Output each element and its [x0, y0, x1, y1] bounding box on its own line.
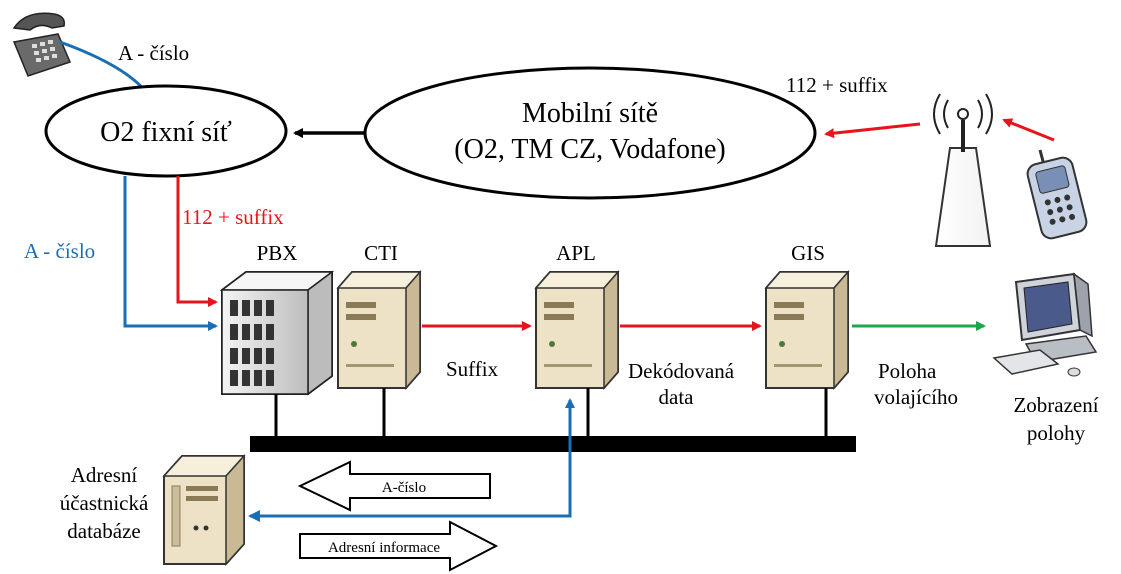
gis-to-display-label-line1: Poloha: [878, 359, 937, 383]
database-label-line1: Adresní: [71, 463, 138, 487]
pbx-label: PBX: [257, 241, 298, 265]
pbx-server-icon: [219, 270, 335, 396]
tower-to-mobile-link: [824, 122, 921, 139]
network-bus: [250, 388, 856, 452]
fixed-to-pbx-blue-label: A - číslo: [24, 239, 95, 263]
mobile-phone-icon: [1026, 149, 1088, 240]
fixed-network-label: O2 fixní síť: [100, 117, 232, 148]
query-arrow: [297, 460, 491, 512]
mobile-link-label: 112 + suffix: [786, 73, 888, 97]
fixed-network-node: [44, 84, 288, 178]
response-arrow: [299, 520, 499, 572]
cti-to-apl-label: Suffix: [446, 357, 499, 381]
display-label-line2: polohy: [1027, 421, 1086, 445]
gis-server-icon: [764, 270, 850, 390]
response-arrow-label: Adresní informace: [328, 540, 440, 556]
database-label-line2: účastnická: [60, 491, 149, 515]
handset-to-tower-link: [1002, 118, 1055, 142]
phone-link-label: A - číslo: [118, 41, 189, 65]
base-station-icon: [933, 93, 993, 247]
mobile-networks-label-line1: Mobilní sítě: [522, 98, 658, 129]
gis-label: GIS: [791, 241, 825, 265]
display-label-line1: Zobrazení: [1013, 393, 1098, 417]
apl-label: APL: [556, 241, 596, 265]
apl-to-database-link: [248, 398, 575, 522]
desk-phone-icon: [12, 12, 72, 77]
computer-icon: [992, 272, 1098, 377]
mobile-networks-node: [363, 66, 817, 200]
database-label-line3: databáze: [67, 519, 140, 543]
cti-server-icon: [336, 270, 422, 390]
apl-to-gis-label-line1: Dekódovaná: [628, 359, 735, 383]
fixed-to-pbx-red-label: 112 + suffix: [182, 205, 284, 229]
apl-server-icon: [534, 270, 620, 390]
mobile-networks-label-line2: (O2, TM CZ, Vodafone): [454, 134, 725, 165]
apl-to-gis-label-line2: data: [659, 385, 695, 409]
gis-to-display-label-line2: volajícího: [874, 385, 958, 409]
query-arrow-label: A-číslo: [382, 480, 426, 496]
fixed-to-pbx-blue-link: [123, 176, 218, 331]
cti-label: CTI: [364, 241, 398, 265]
database-server-icon: [162, 454, 246, 566]
fixed-to-pbx-red-link: [176, 176, 218, 307]
